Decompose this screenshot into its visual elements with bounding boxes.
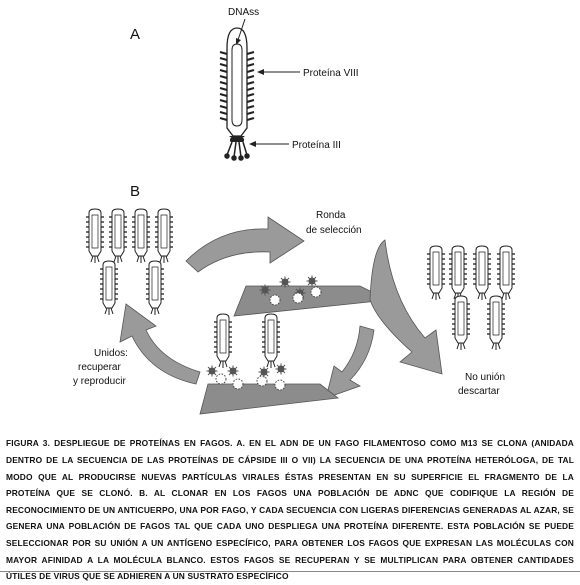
arrow-wash (325, 325, 375, 399)
label-protein8: Proteína VIII (303, 68, 359, 79)
label-round-line1: Ronda (316, 210, 346, 221)
label-protein8-callout: Proteína VIII (257, 68, 359, 79)
label-dnass: DNAss (228, 7, 259, 18)
label-bound-line3: y reproducir (73, 376, 126, 387)
label-nobind: No unión descartar (458, 372, 505, 397)
arrow-selection-round (185, 216, 305, 273)
phage-detail-a (219, 27, 255, 161)
label-protein3-callout: Proteína III (249, 140, 341, 151)
antigen-plate-lower (199, 313, 340, 415)
phage-display-diagram: A DNAss Proteína VIII (73, 7, 516, 415)
panel-b-label: B (130, 183, 140, 200)
phage-population-right (426, 245, 516, 351)
bottom-rule (0, 571, 580, 572)
label-round: Ronda de selección (306, 210, 362, 236)
figure-caption: Figura 3. Despliegue de proteínas en fag… (6, 438, 574, 582)
phage-population-left (85, 208, 174, 316)
antigen-plate-upper (233, 275, 390, 317)
label-bound-line1: Unidos: (94, 348, 128, 359)
label-nobind-line1: No unión (465, 372, 505, 383)
label-nobind-line2: descartar (458, 386, 500, 397)
panel-a-label: A (130, 26, 140, 43)
label-bound: Unidos: recuperar y reproducir (73, 348, 128, 387)
arrow-recover (119, 303, 201, 385)
label-protein3: Proteína III (292, 140, 341, 151)
label-dnass-callout: DNAss (228, 7, 259, 45)
label-bound-line2: recuperar (78, 362, 121, 373)
label-round-line2: de selección (306, 225, 362, 236)
arrow-no-binding (369, 239, 443, 375)
